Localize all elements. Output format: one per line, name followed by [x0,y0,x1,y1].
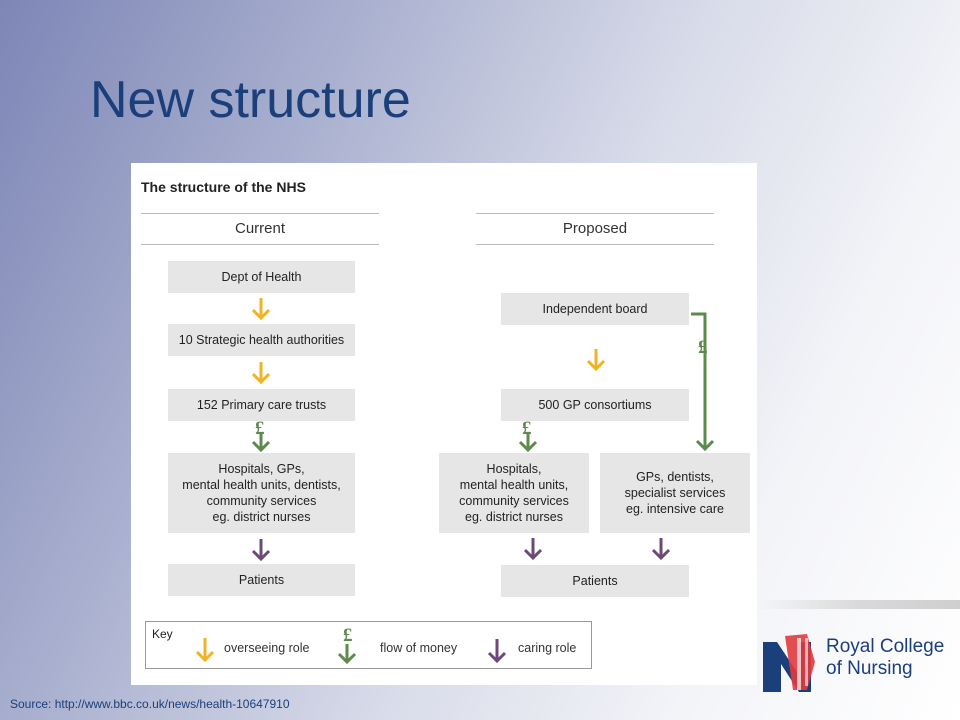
overseeing-arrow-icon [586,349,606,372]
current-hospitals-gps-box: Hospitals, GPs, mental health units, den… [168,453,355,533]
money-arrow-icon [251,433,271,453]
caring-arrow-icon [487,639,507,664]
current-primary-care-trusts-box: 152 Primary care trusts [168,389,355,421]
decorative-swoosh [756,600,960,609]
pound-icon: £ [343,625,353,646]
diagram-title: The structure of the NHS [141,179,306,195]
current-column-heading: Current [141,213,379,245]
key-money-label: flow of money [380,641,458,655]
rcn-logo-icon [763,634,815,692]
rcn-logo-text: Royal College of Nursing [826,636,945,679]
overseeing-arrow-icon [251,362,271,385]
key-caring-label: caring role [518,641,577,655]
diagram-key: Key overseeing role £ flow of money cari… [145,621,592,669]
pound-icon: £ [522,418,532,439]
key-overseeing-label: overseeing role [224,641,310,655]
proposed-hospitals-box: Hospitals, mental health units, communit… [439,453,589,533]
nhs-structure-diagram: The structure of the NHS Current Propose… [131,163,757,685]
proposed-patients-box: Patients [501,565,689,597]
overseeing-arrow-icon [195,638,215,663]
pound-icon: £ [698,337,708,358]
proposed-gp-consortiums-box: 500 GP consortiums [501,389,689,421]
money-arrow-icon [518,433,538,453]
current-strategic-health-authorities-box: 10 Strategic health authorities [168,324,355,356]
overseeing-arrow-icon [251,298,271,321]
current-patients-box: Patients [168,564,355,596]
proposed-independent-board-box: Independent board [501,293,689,325]
slide-title: New structure [90,71,411,129]
money-connector-arrow-icon [691,312,715,452]
pound-icon: £ [255,418,265,439]
caring-arrow-icon [251,539,271,562]
source-citation: Source: http://www.bbc.co.uk/news/health… [10,697,290,711]
money-arrow-icon [337,644,357,665]
current-dept-of-health-box: Dept of Health [168,261,355,293]
caring-arrow-icon [523,538,543,561]
proposed-column-heading: Proposed [476,213,714,245]
proposed-gps-dentists-box: GPs, dentists, specialist services eg. i… [600,453,750,533]
key-title: Key [152,627,173,641]
caring-arrow-icon [651,538,671,561]
